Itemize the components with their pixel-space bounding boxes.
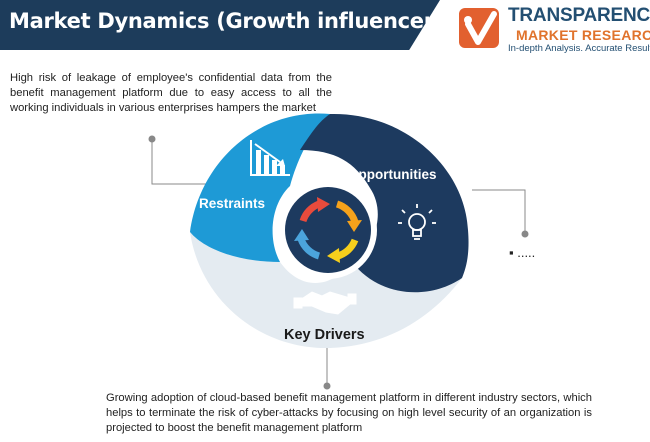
opportunities-label: Opportunities (348, 167, 437, 182)
opportunities-segment (300, 113, 469, 293)
center-circle (285, 187, 371, 273)
drivers-description: Growing adoption of cloud-based benefit … (106, 392, 592, 435)
page-title: Market Dynamics (Growth influencer) (9, 9, 444, 33)
company-logo: TRANSPARENCY MARKET RESEARCH In-depth An… (456, 2, 650, 58)
restraints-segment (190, 113, 330, 262)
key-drivers-label: Key Drivers (284, 327, 365, 343)
logo-mark (459, 8, 499, 48)
declining-chart-icon (250, 140, 290, 176)
logo-line-1: TRANSPARENCY (508, 5, 650, 26)
logo-tagline: In-depth Analysis. Accurate Results (508, 43, 650, 54)
restraints-description: High risk of leakage of employee's confi… (10, 72, 332, 115)
drivers-connector-dot (323, 382, 331, 390)
logo-line-2: MARKET RESEARCH (516, 27, 650, 43)
opportunities-connector-dot (521, 230, 529, 238)
lightbulb-icon (398, 204, 436, 240)
title-bar (0, 0, 440, 50)
opportunities-description: ▪ ..... (509, 245, 536, 260)
handshake-icon (293, 291, 357, 315)
key-drivers-segment (190, 232, 462, 349)
cycle-arrows-icon (294, 197, 362, 263)
opportunities-connector (472, 189, 526, 233)
restraints-connector-dot (148, 135, 156, 143)
restraints-label: Restraints (199, 196, 266, 211)
